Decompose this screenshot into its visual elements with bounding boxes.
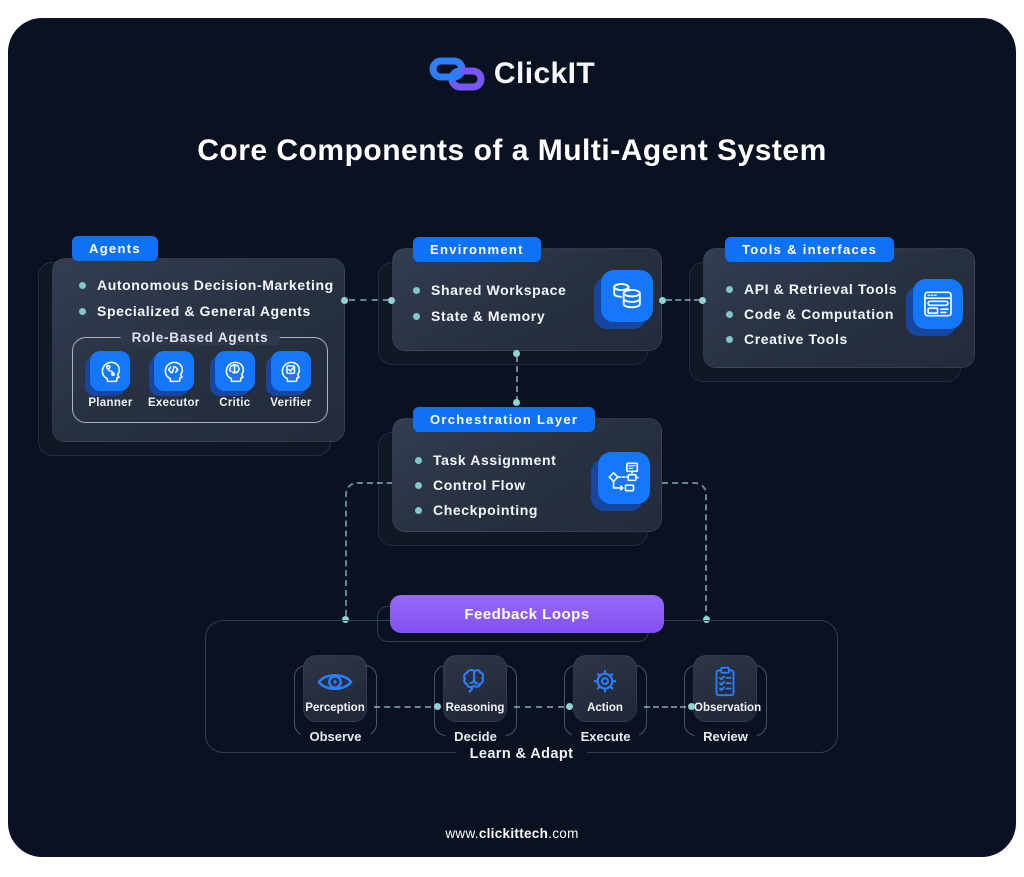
page-title: Core Components of a Multi-Agent System — [197, 134, 827, 167]
role-group-title: Role-Based Agents — [120, 330, 280, 345]
role-executor: Executor — [148, 351, 200, 409]
agents-bullet-1: Autonomous Decision-Marketing — [79, 276, 334, 294]
brain-icon — [456, 664, 494, 705]
tools-bullet-3: Creative Tools — [726, 330, 897, 348]
perception-card: Perception — [303, 655, 367, 722]
gear-icon — [586, 664, 624, 705]
bullet-dot — [415, 456, 422, 464]
observation-sub-label: Review — [694, 729, 757, 744]
orchestration-bullet-3: Checkpointing — [415, 501, 556, 519]
connector-dot — [513, 399, 520, 406]
connector-orchestration-loop-right — [662, 482, 707, 618]
connector-action-observation — [644, 706, 686, 708]
agents-tag: Agents — [72, 236, 158, 261]
tools-bullet-1: API & Retrieval Tools — [726, 280, 897, 298]
executor-head-icon — [153, 351, 194, 391]
role-planner: Planner — [88, 351, 132, 409]
connector-orchestration-loop-left — [345, 482, 392, 618]
critic-head-icon — [214, 351, 255, 391]
tools-box: API & Retrieval Tools Code & Computation… — [703, 248, 975, 368]
bullet-dot — [415, 506, 422, 514]
website-url: www.clickittech.com — [445, 826, 579, 841]
browser-icon — [913, 279, 963, 329]
feedback-loops-button: Feedback Loops — [390, 595, 664, 633]
connector-dot — [703, 616, 710, 623]
agents-box: Autonomous Decision-Marketing Specialize… — [52, 258, 345, 442]
role-verifier: Verifier — [270, 351, 311, 409]
environment-bullet-1: Shared Workspace — [413, 281, 566, 299]
connector-dot — [688, 703, 695, 710]
clickit-chain-icon — [429, 57, 485, 91]
brand-name: ClickIT — [493, 57, 596, 90]
tools-bullet-2: Code & Computation — [726, 305, 897, 323]
agents-bullet-2: Specialized & General Agents — [79, 302, 334, 320]
tools-tag: Tools & interfaces — [725, 237, 895, 262]
observation-card: Observation — [693, 655, 761, 722]
connector-dot — [659, 297, 666, 304]
brand-logo: ClickIT — [0, 57, 1024, 91]
verifier-head-icon — [270, 351, 311, 391]
bullet-dot — [726, 335, 733, 343]
bullet-dot — [413, 312, 420, 320]
clipboard-checklist-icon — [708, 664, 742, 705]
orchestration-bullet-2: Control Flow — [415, 476, 556, 494]
orchestration-tag: Orchestration Layer — [413, 407, 596, 432]
bullet-dot — [726, 285, 733, 293]
eye-icon — [314, 664, 356, 705]
reasoning-sub-label: Decide — [445, 729, 506, 744]
role-critic: Critic — [214, 351, 255, 409]
observation-bracket: Review — [684, 665, 767, 744]
connector-environment-tools — [666, 299, 700, 301]
bullet-dot — [415, 481, 422, 489]
connector-dot — [699, 297, 706, 304]
connector-dot — [434, 703, 441, 710]
connector-environment-orchestration — [516, 356, 518, 402]
action-sub-label: Execute — [571, 729, 640, 744]
reasoning-card: Reasoning — [443, 655, 507, 722]
connector-dot — [513, 350, 520, 357]
connector-dot — [388, 297, 395, 304]
planner-head-icon — [90, 351, 131, 391]
role-based-agents-group: Role-Based Agents Planner — [72, 330, 328, 423]
environment-bullet-2: State & Memory — [413, 307, 566, 325]
environment-box: Shared Workspace State & Memory — [392, 248, 662, 351]
perception-sub-label: Observe — [300, 729, 371, 744]
connector-dot — [341, 297, 348, 304]
bullet-dot — [79, 281, 86, 289]
environment-tag: Environment — [413, 237, 541, 262]
bullet-dot — [79, 307, 86, 315]
workflow-icon — [598, 452, 650, 504]
orchestration-bullet-1: Task Assignment — [415, 451, 556, 469]
connector-reasoning-action — [514, 706, 564, 708]
connector-perception-reasoning — [374, 706, 431, 708]
connector-dot — [342, 616, 349, 623]
connector-dot — [566, 703, 573, 710]
action-card: Action — [573, 655, 637, 722]
loop-caption: Learn & Adapt — [455, 746, 588, 762]
bullet-dot — [726, 310, 733, 318]
database-icon — [601, 270, 653, 322]
connector-agents-environment — [349, 299, 389, 301]
bullet-dot — [413, 286, 420, 294]
